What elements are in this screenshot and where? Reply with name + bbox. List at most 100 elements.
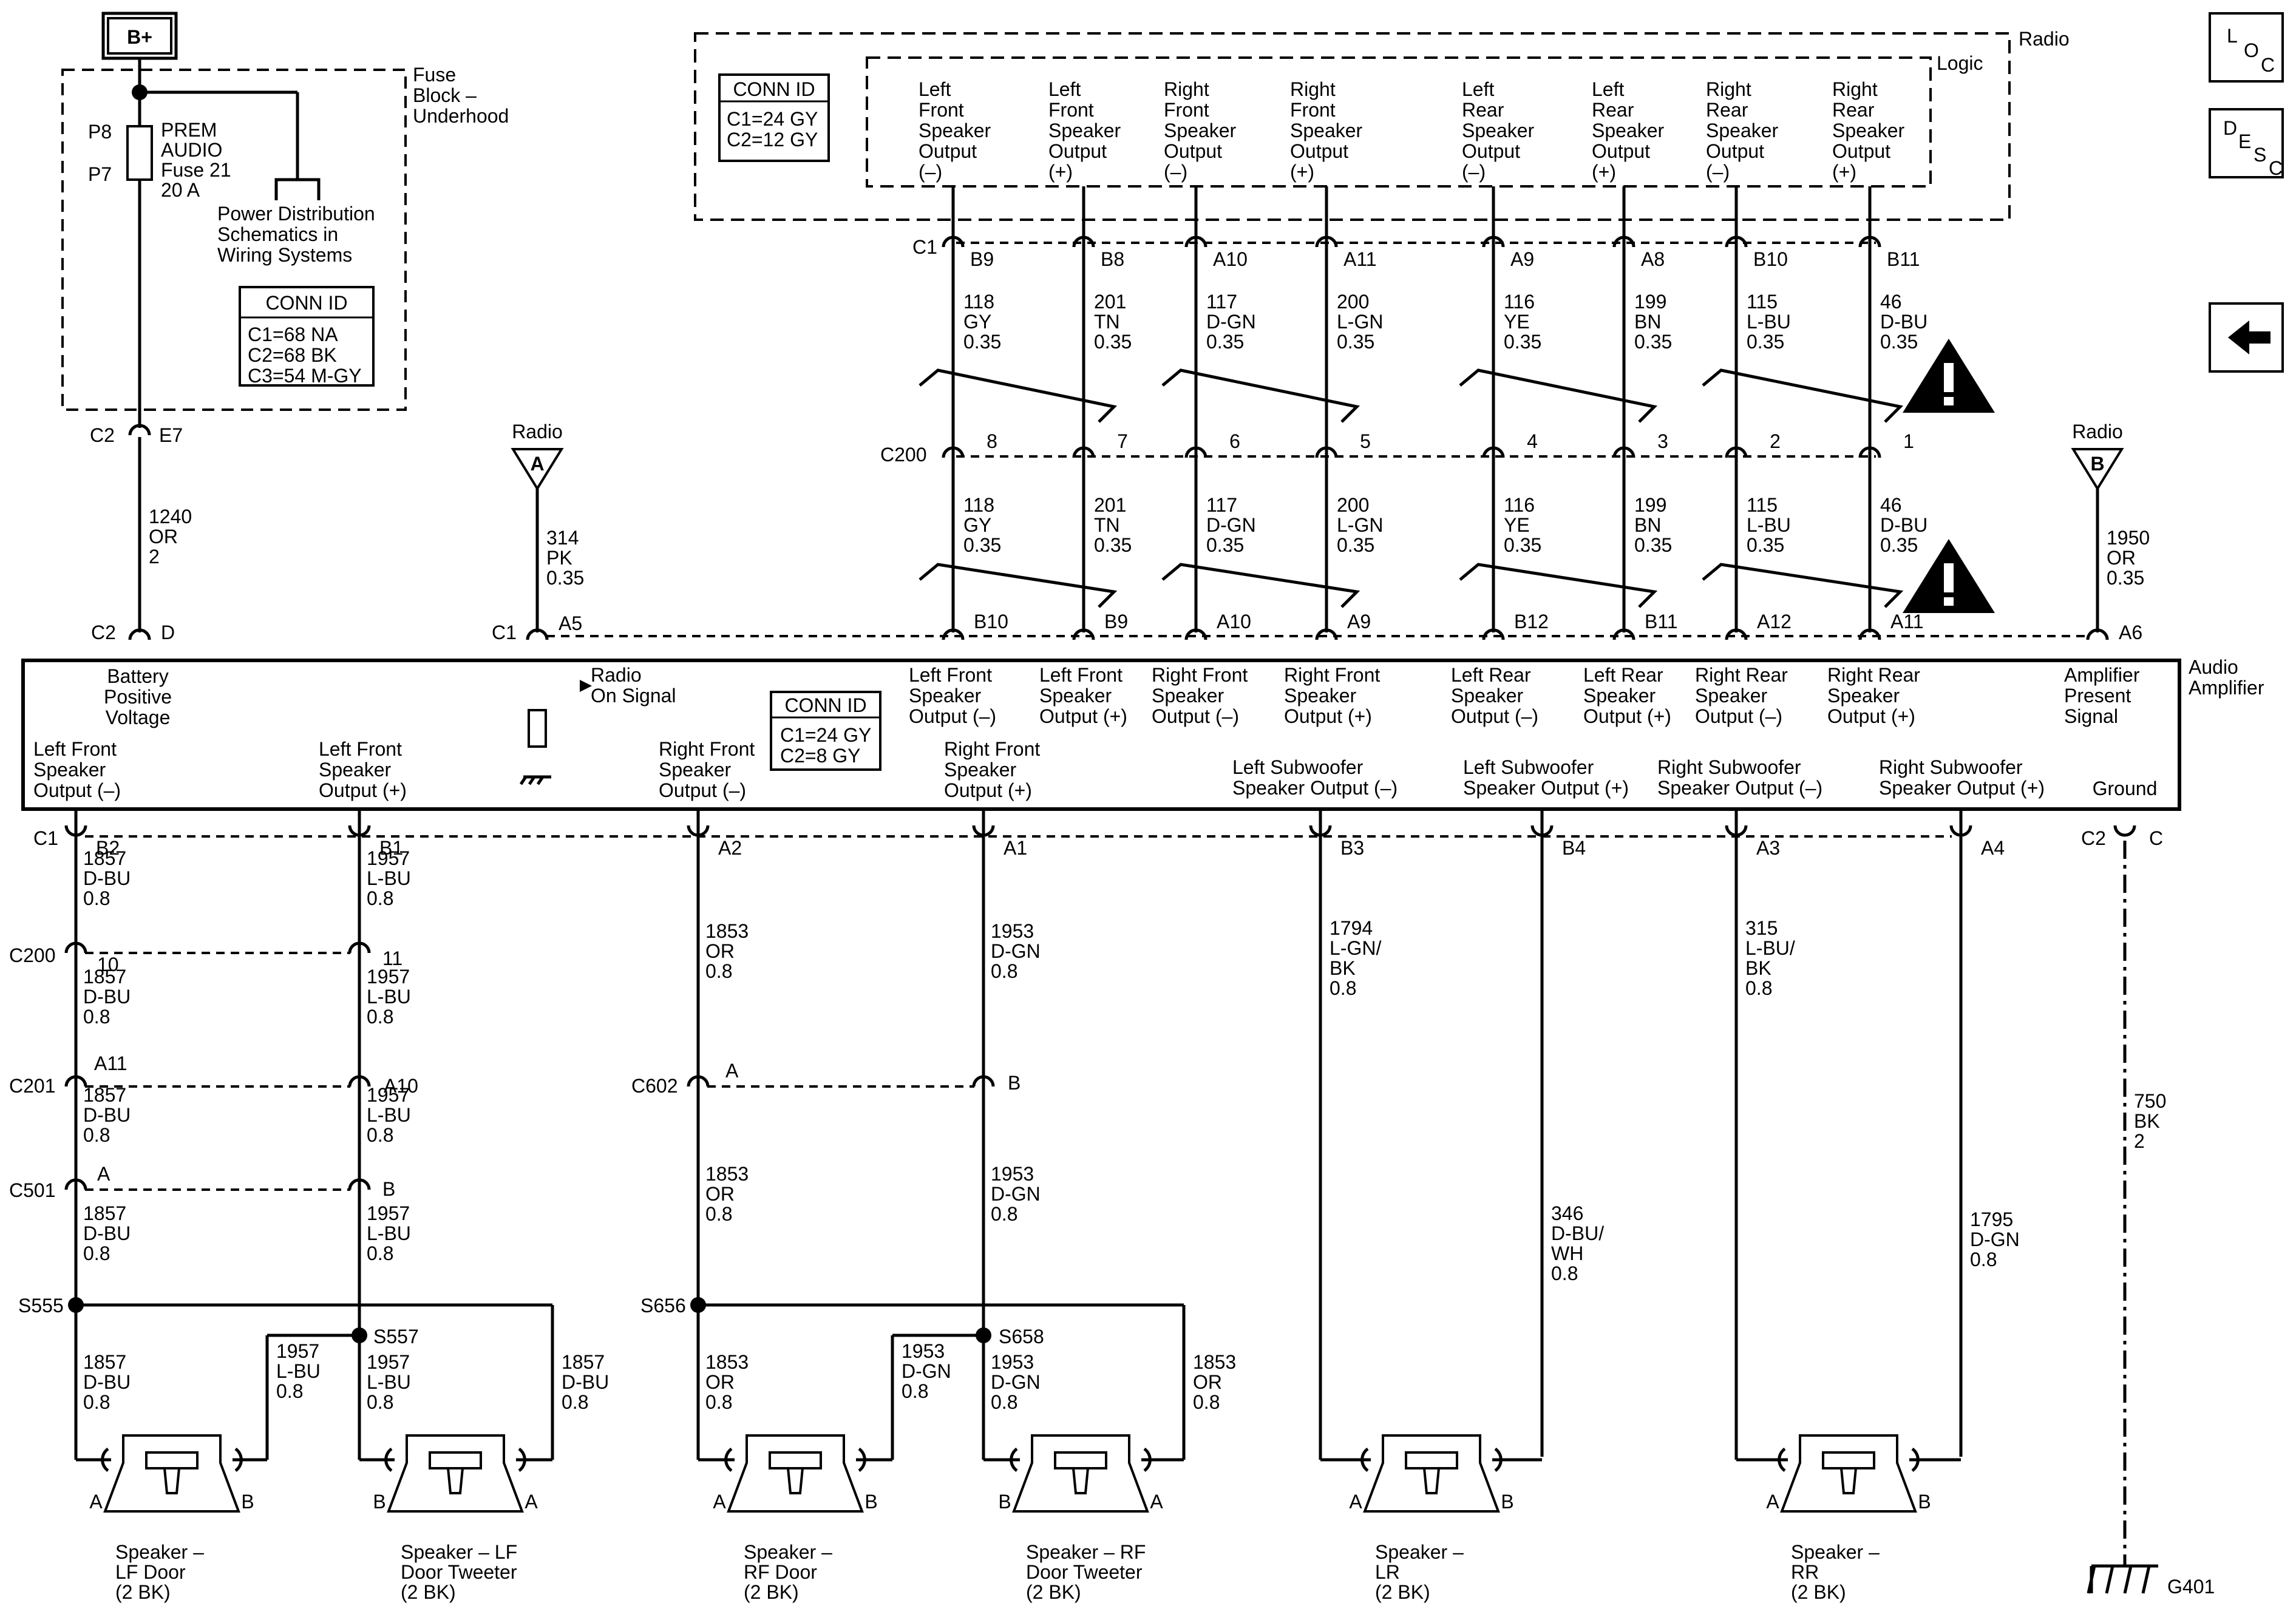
amplifier-title: Amplifier xyxy=(2189,677,2264,699)
lf-door-minus-wire-gauge: 0.8 xyxy=(83,1391,110,1413)
speaker-name: (2 BK) xyxy=(744,1581,799,1603)
loc-button-frame[interactable] xyxy=(2209,12,2284,83)
c602-pin: A xyxy=(725,1060,739,1082)
amp-wire-gauge: 0.35 xyxy=(1206,534,1244,556)
radio-c1-pin: B8 xyxy=(1101,248,1124,270)
sub-wire-color: WH xyxy=(1551,1242,1583,1264)
amp-input-pin: A11 xyxy=(1890,611,1924,632)
radio-conn-id-title: CONN ID xyxy=(733,78,815,100)
lf-wire-color: D-BU xyxy=(83,1222,131,1244)
amp-output-terminal xyxy=(687,825,710,837)
amp-input-pin: B11 xyxy=(1645,611,1678,632)
radio-output-label: Output xyxy=(1462,140,1520,162)
rf-tweeter-plus-wire-circuit: 1953 xyxy=(991,1351,1034,1373)
ground-wire-circuit: 750 xyxy=(2134,1090,2166,1112)
battery-wire-gauge: 2 xyxy=(149,546,160,568)
amp-output-pin: A2 xyxy=(718,837,742,859)
amp-input-pin: A12 xyxy=(1757,611,1792,632)
loc-letter: O xyxy=(2244,39,2259,61)
c200-lower-terminal xyxy=(64,941,87,954)
c200-terminal xyxy=(942,446,965,458)
amp-wire-gauge: 0.35 xyxy=(963,534,1001,556)
radio-wire-gauge: 0.35 xyxy=(1880,331,1918,353)
amp-output-pin: B2 xyxy=(96,837,120,859)
desc-button[interactable] xyxy=(2209,108,2284,178)
amp-wire-circuit: 200 xyxy=(1337,494,1369,516)
amp-c1-terminal xyxy=(1072,628,1095,640)
radio-c1-terminal xyxy=(1725,236,1748,248)
c501-pin: A xyxy=(97,1163,110,1185)
desc-button-frame[interactable] xyxy=(2209,108,2284,178)
speaker-name: (2 BK) xyxy=(1375,1581,1430,1603)
radio-c1-pin: A11 xyxy=(1343,248,1377,270)
amplifier-title: Audio xyxy=(2189,656,2238,678)
amp-input-label: Speaker xyxy=(1583,685,1656,707)
amp-wire-circuit: 115 xyxy=(1747,494,1778,516)
amp-c1-bottom-conn: C1 xyxy=(33,827,58,849)
c200-terminal xyxy=(1315,446,1338,458)
speaker-name: (2 BK) xyxy=(401,1581,456,1603)
speaker-right-pin: A xyxy=(1150,1491,1163,1513)
splice-label: S557 xyxy=(373,1326,419,1347)
speaker-cone xyxy=(1072,1467,1090,1494)
speaker-name: Speaker – LF xyxy=(401,1541,517,1563)
amp-battery-terminal xyxy=(128,628,151,640)
amp-input-pin: B10 xyxy=(974,611,1008,632)
speaker-terminal xyxy=(724,1447,733,1473)
amp-output-label: Output (+) xyxy=(319,779,407,801)
amp-present-label: Present xyxy=(2064,685,2131,707)
logic-boundary xyxy=(866,56,1932,188)
radio-c1-pin: B9 xyxy=(970,248,994,270)
amp-present-terminal xyxy=(2086,628,2109,640)
chassis-ground-icon xyxy=(519,775,551,785)
sub-wire-color: BK xyxy=(1745,957,1771,979)
speaker-magnet xyxy=(1405,1451,1458,1469)
amp-input-label: Output (+) xyxy=(1827,705,1915,727)
amp-output-label: Speaker xyxy=(944,759,1017,781)
speaker-terminal xyxy=(858,1447,866,1473)
back-button[interactable] xyxy=(2209,302,2284,373)
radio-wire-circuit: 199 xyxy=(1634,291,1666,313)
rf-wire-gauge: 0.8 xyxy=(705,1203,732,1225)
lf-wire-gauge: 0.8 xyxy=(367,1124,393,1146)
c200-pin: 7 xyxy=(1117,430,1128,452)
radio-on-wire-gauge: 0.35 xyxy=(546,567,584,589)
rf-door-minus-wire-circuit: 1853 xyxy=(705,1351,749,1373)
power-dist-label: Wiring Systems xyxy=(217,244,352,266)
loc-button[interactable] xyxy=(2209,12,2284,83)
fuse-pin-p8: P8 xyxy=(88,121,112,143)
amp-input-label: Output (+) xyxy=(1039,705,1127,727)
radio-on-wire-circuit: 314 xyxy=(546,527,579,549)
amp-c1-terminal xyxy=(1725,628,1748,640)
warning-exclaim xyxy=(1944,563,1954,592)
radio-c1-label: C1 xyxy=(912,236,937,258)
fuse-conn-id-line: C3=54 M-GY xyxy=(248,365,362,387)
rf-wire-circuit: 1853 xyxy=(705,1163,749,1185)
amp-wire-color: L-BU xyxy=(1747,514,1791,536)
c200-pin: 1 xyxy=(1903,430,1914,452)
c201-pin: A10 xyxy=(384,1075,418,1097)
amp-c1-terminal xyxy=(942,628,965,640)
speaker-name: (2 BK) xyxy=(1026,1581,1081,1603)
c200-terminal xyxy=(1612,446,1635,458)
c200-lower-pin: 10 xyxy=(97,954,119,975)
battery-outer xyxy=(101,12,178,60)
lf-door-plus-wire-gauge: 0.8 xyxy=(276,1380,303,1402)
amp-output-terminal xyxy=(1725,825,1748,837)
amp-wire-gauge: 0.35 xyxy=(1747,534,1784,556)
amp-output-label: Right Front xyxy=(659,738,755,760)
radio-b-letter: B xyxy=(2090,453,2104,475)
c200-terminal xyxy=(1482,446,1505,458)
amp-output-label: Left Front xyxy=(33,738,117,760)
amp-output-label: Speaker xyxy=(33,759,106,781)
battery-box xyxy=(107,17,172,55)
warning-exclaim xyxy=(1944,363,1954,392)
radio-b-triangle xyxy=(2071,448,2124,491)
amp-wire-gauge: 0.35 xyxy=(1504,534,1541,556)
ground-symbol-icon xyxy=(2087,1564,2158,1594)
amp-battery-label: Voltage xyxy=(106,707,171,728)
radio-output-label: (–) xyxy=(919,161,942,183)
ground-wire-gauge: 2 xyxy=(2134,1130,2145,1152)
radio-output-label: Output xyxy=(1048,140,1107,162)
amp-input-label: Output (–) xyxy=(1695,705,1782,727)
